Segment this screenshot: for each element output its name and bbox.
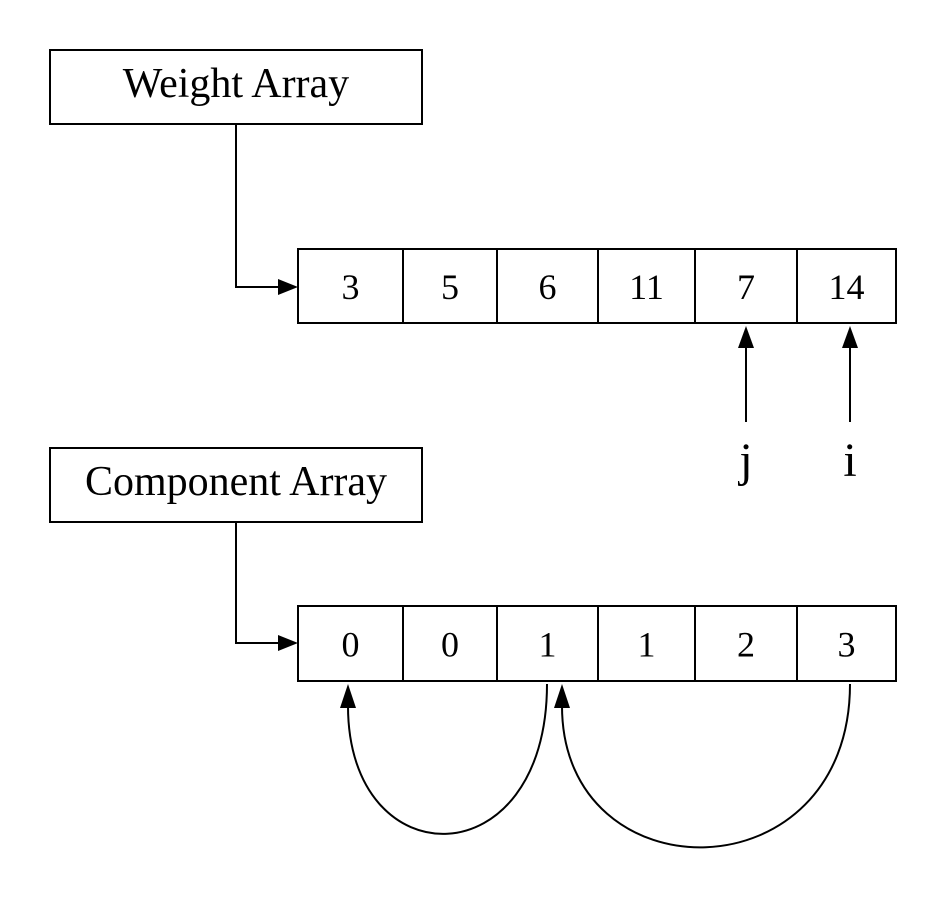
weight-array-label-box: Weight Array: [49, 49, 423, 125]
weight-array-cell: 7: [694, 248, 798, 324]
pointer-i-label: i: [843, 434, 856, 487]
weight-array-cell: 5: [402, 248, 498, 324]
weight-array-cell-box: [597, 248, 696, 324]
weight-array-connector: [235, 124, 280, 288]
weight-array-cell-box: [402, 248, 498, 324]
weight-array-cell-value: 6: [539, 267, 557, 307]
parent-link-arrowhead: [554, 684, 570, 708]
component-array-cell-value: 0: [342, 625, 360, 665]
weight-array-cell-value: 11: [629, 267, 664, 307]
component-array-cell: 3: [796, 605, 897, 682]
component-array-cell-box: [796, 605, 897, 682]
parent-link: [340, 683, 548, 835]
component-array-cell-box: [402, 605, 498, 682]
pointer-j-label: j: [737, 434, 752, 487]
component-array-cell-box: [297, 605, 404, 682]
parent-link-arrowhead: [340, 684, 356, 708]
parent-links: [340, 683, 851, 849]
weight-array-cell-value: 7: [737, 267, 755, 307]
pointer-i: i: [842, 326, 858, 487]
weight-array-label: Weight Array: [123, 61, 349, 107]
weight-array-cell-value: 5: [441, 267, 459, 307]
component-array-cell-box: [496, 605, 599, 682]
weight-array-connector-arrowhead: [278, 279, 298, 295]
component-array: 0 0 1 1 2 3: [297, 605, 897, 682]
component-array-cell: 0: [297, 605, 404, 682]
weight-array-cell-box: [796, 248, 897, 324]
component-array-cell-value: 0: [441, 625, 459, 665]
component-array-cell-box: [597, 605, 696, 682]
parent-link: [554, 683, 851, 849]
weight-array-cell-value: 3: [342, 267, 360, 307]
component-array-cell-value: 3: [838, 625, 856, 665]
weight-array-cell-value: 14: [829, 267, 865, 307]
component-array-cell-value: 2: [737, 625, 755, 665]
weight-array-cell-box: [694, 248, 798, 324]
pointer-j-arrowhead: [738, 326, 754, 348]
component-array-cell-value: 1: [638, 625, 656, 665]
component-array-cell: 1: [496, 605, 599, 682]
pointer-i-arrowhead: [842, 326, 858, 348]
component-array-cell-value: 1: [539, 625, 557, 665]
component-array-cell: 0: [402, 605, 498, 682]
parent-link-curve: [347, 683, 548, 835]
parent-link-curve: [561, 683, 851, 849]
weight-array-cell: 11: [597, 248, 696, 324]
component-array-label: Component Array: [85, 459, 387, 505]
pointer-j: j: [737, 326, 754, 487]
component-array-cell: 2: [694, 605, 798, 682]
weight-array: 3 5 6 11 7 14: [297, 248, 897, 324]
component-array-connector-arrowhead: [278, 635, 298, 651]
weight-array-cell: 14: [796, 248, 897, 324]
weight-array-cell-box: [297, 248, 404, 324]
component-array-connector: [235, 522, 280, 644]
weight-array-cell: 3: [297, 248, 404, 324]
component-array-cell: 1: [597, 605, 696, 682]
weight-array-cell: 6: [496, 248, 599, 324]
component-array-label-box: Component Array: [49, 447, 423, 523]
